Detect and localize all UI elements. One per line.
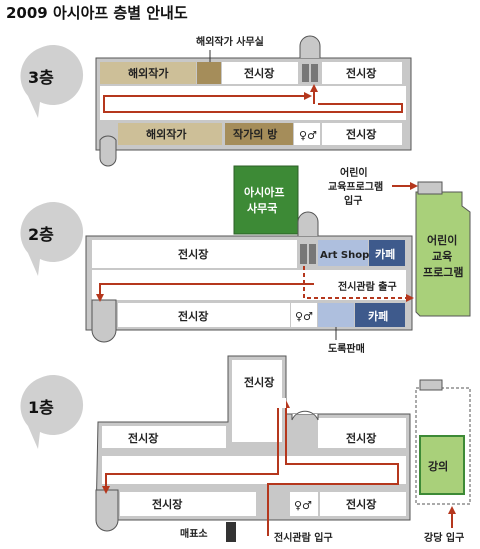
ticket-booth: [226, 522, 236, 542]
overseas-artist-office: [197, 62, 221, 84]
auditorium: [419, 435, 465, 495]
kids-label-3: 프로그램: [423, 265, 463, 279]
room-hall-3f-top-2: [322, 62, 402, 84]
room-hall-3f-bottom: [322, 123, 402, 145]
room-hall-2f-top: [92, 240, 297, 268]
room-overseas-top: [100, 62, 196, 84]
route-3f: [103, 95, 403, 113]
callout-books: 도록판매: [328, 342, 365, 355]
room-hall-1f-center-label: 전시장: [244, 375, 274, 389]
room-hall-1f-left-top-label: 전시장: [128, 431, 158, 445]
stair-bump-3f-left: [99, 135, 117, 167]
auditorium-stairs: [419, 379, 443, 391]
callout-auditorium: 강당 입구: [424, 531, 464, 544]
room-artist: [225, 123, 293, 145]
stair-bump-2f-left: [91, 299, 117, 343]
room-artist-label: 작가의 방: [233, 127, 277, 141]
auditorium-label: 강의: [428, 459, 448, 473]
auditorium-outline: [415, 387, 471, 505]
floor-1: 1층 전시장 전시장 전시장 전시장 ♀♂ 전시장 강의 매표소 전시관람 입구…: [20, 355, 471, 544]
art-shop: [318, 240, 368, 266]
callout-ticket: 매표소: [180, 527, 208, 540]
restroom-3f: [294, 123, 320, 145]
stair-curve-1f: [291, 410, 319, 421]
floor-1-bubble: [20, 375, 84, 449]
floor-1-corridor: [102, 456, 406, 484]
floor-3-label: 3층: [28, 68, 54, 87]
room-hall-1f-left-bottom-label: 전시장: [152, 497, 182, 511]
room-overseas-bottom: [118, 123, 222, 145]
restroom-2f: [291, 303, 317, 327]
restroom-icon-2f: ♀♂: [295, 310, 313, 323]
room-hall-1f-right-top: [318, 418, 406, 448]
kids-education: [415, 191, 471, 317]
kids-stairs: [417, 181, 443, 195]
room-hall-3f-top-1: [222, 62, 298, 84]
bookshop: [318, 303, 354, 327]
stair-bump-2f: [297, 211, 319, 236]
floor-2-label: 2층: [28, 225, 54, 244]
route-1f-in: [267, 400, 399, 536]
restroom-icon-1f: ♀♂: [294, 499, 312, 512]
floor-1-label: 1층: [28, 398, 54, 417]
floor-3-bubble: [20, 45, 84, 118]
stairs-2f: [300, 244, 316, 264]
callout-kids-3: 입구: [344, 194, 362, 207]
floor-3: 3층 해외작가 전시장 전시장 해외작가 작가의 방 ♀♂ 전시장 해외작가 사…: [20, 35, 412, 167]
room-hall-1f-right-top-label: 전시장: [346, 431, 376, 445]
room-hall-2f-bottom-label: 전시장: [178, 309, 208, 323]
room-hall-1f-right-bottom: [320, 492, 406, 516]
restroom-icon: ♀♂: [299, 129, 317, 142]
callout-exit: 전시관람 출구: [338, 280, 397, 293]
entrance-gap-1f: [272, 398, 286, 408]
asiaf-office-label-2: 사무국: [247, 201, 277, 215]
page-title: 2009 아시아프 층별 안내도: [6, 4, 188, 22]
room-hall-1f-right-bottom-label: 전시장: [346, 497, 376, 511]
room-overseas-top-label: 해외작가: [128, 66, 168, 80]
restroom-1f: [290, 492, 318, 516]
room-hall-2f-bottom: [118, 303, 290, 327]
cafe-top-label: 카페: [375, 247, 395, 261]
asiaf-office-label-1: 아시아프: [244, 185, 284, 199]
floor-2-bubble: [20, 202, 84, 276]
art-shop-label: Art Shop: [320, 250, 369, 261]
callout-kids-2: 교육프로그램: [328, 181, 383, 193]
floor-2: 2층 아시아프 사무국 전시장 Art Shop 카페 전시장 ♀♂ 카페 어린…: [20, 165, 471, 355]
room-hall-2f-top-label: 전시장: [178, 247, 208, 261]
route-2f: [96, 283, 314, 302]
callout-office: 해외작가 사무실: [196, 35, 264, 48]
route-2f-exit: [303, 266, 414, 302]
room-overseas-bottom-label: 해외작가: [146, 127, 186, 141]
room-hall-3f-top-1-label: 전시장: [244, 66, 274, 80]
stairs-3f-top: [302, 64, 318, 82]
kids-label-2: 교육: [432, 250, 452, 263]
kids-label-1: 어린이: [427, 233, 457, 247]
route-1f-out: [102, 404, 279, 494]
callout-kids-1: 어린이: [340, 166, 368, 179]
room-hall-1f-left-bottom: [120, 492, 256, 516]
room-hall-1f-left-top: [102, 426, 226, 448]
room-hall-3f-bottom-label: 전시장: [346, 127, 376, 141]
cafe-bottom: [355, 303, 405, 327]
stair-bump-3f: [299, 35, 321, 58]
room-hall-3f-top-2-label: 전시장: [346, 66, 376, 80]
callout-entrance: 전시관람 입구: [274, 531, 333, 544]
stair-bump-1f-left: [95, 489, 119, 532]
cafe-bottom-label: 카페: [368, 309, 388, 323]
asiaf-office: [233, 165, 299, 235]
cafe-top: [369, 240, 405, 266]
